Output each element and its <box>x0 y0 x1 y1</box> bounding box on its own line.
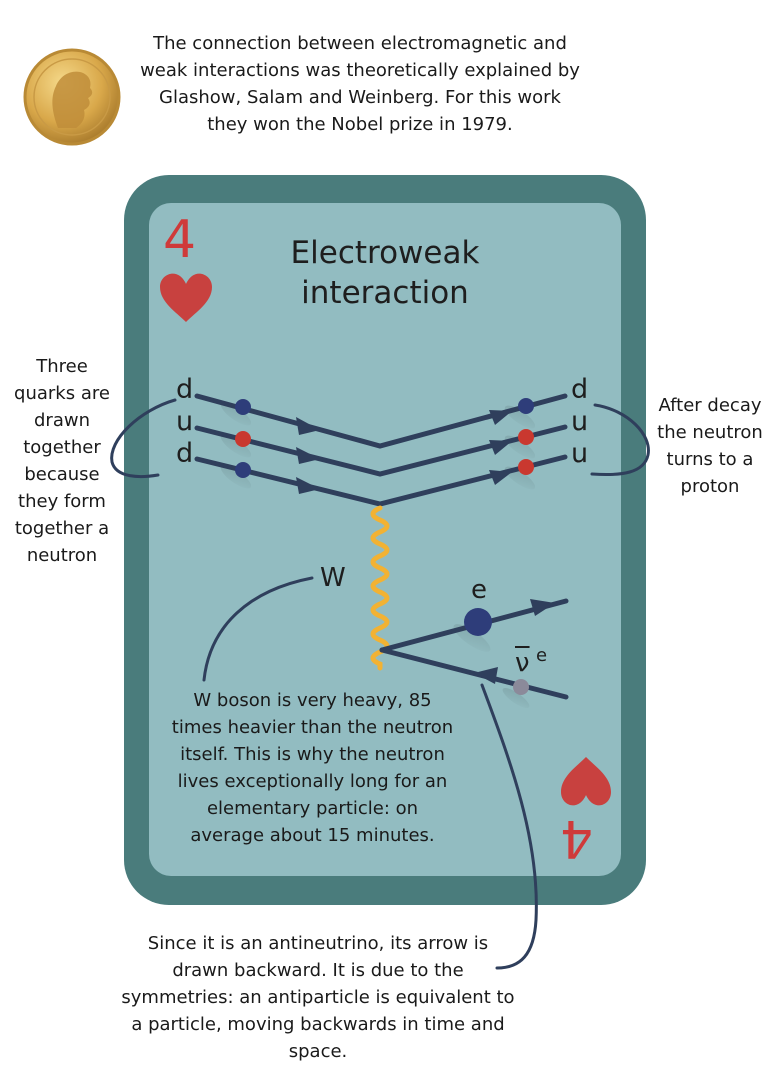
w-boson-line <box>370 505 390 671</box>
antineutrino-dot <box>513 679 529 695</box>
antineutrino-label: ν <box>515 648 530 678</box>
antineutrino-note: Since it is an antineutrino, its arrow i… <box>121 933 515 1062</box>
card-face <box>149 203 621 876</box>
nobel-description: The connection between electromagnetic a… <box>140 33 580 135</box>
callout-curves <box>110 398 650 970</box>
nobel-medal-icon <box>23 48 121 146</box>
quark-label-left-1: d <box>176 374 194 405</box>
right-bracket <box>590 403 650 476</box>
quark-label-right-3: u <box>571 438 589 469</box>
heart-bottom-icon <box>561 757 611 806</box>
quark-dot-right-3 <box>518 459 534 475</box>
quark-dot-left-1 <box>235 399 251 415</box>
quark-label-left-2: u <box>176 406 194 437</box>
heart-top-icon <box>160 273 212 322</box>
neutron-note: Three quarks are drawn together because … <box>14 356 110 566</box>
antineutrino-sub-label: e <box>536 645 548 666</box>
quark-dot-left-3 <box>235 462 251 478</box>
w-boson-label: W <box>320 563 346 593</box>
antineutrino-callout <box>480 683 538 970</box>
w-boson-note: W boson is very heavy, 85 times heavier … <box>171 690 454 846</box>
card-rank-bottom: 4 <box>560 808 594 868</box>
quark-dot-right-1 <box>518 398 534 414</box>
electron-label: e <box>471 575 487 605</box>
quark-label-right-1: d <box>571 374 589 405</box>
w-callout <box>202 576 314 682</box>
quark-label-right-2: u <box>571 406 589 437</box>
quark-arrowheads <box>296 410 512 494</box>
lepton-arrowheads <box>474 599 555 684</box>
proton-note: After decay the neutron turns to a proto… <box>657 395 763 497</box>
quark-dot-right-2 <box>518 429 534 445</box>
electron-dot <box>464 608 492 636</box>
left-bracket <box>110 398 177 478</box>
quark-dot-left-2 <box>235 431 251 447</box>
quark-label-left-3: d <box>176 438 194 469</box>
card-rank-top: 4 <box>163 210 197 270</box>
quark-dots <box>235 398 534 478</box>
antineutrino-line <box>379 647 569 700</box>
card-title: Electroweak interaction <box>290 235 480 311</box>
